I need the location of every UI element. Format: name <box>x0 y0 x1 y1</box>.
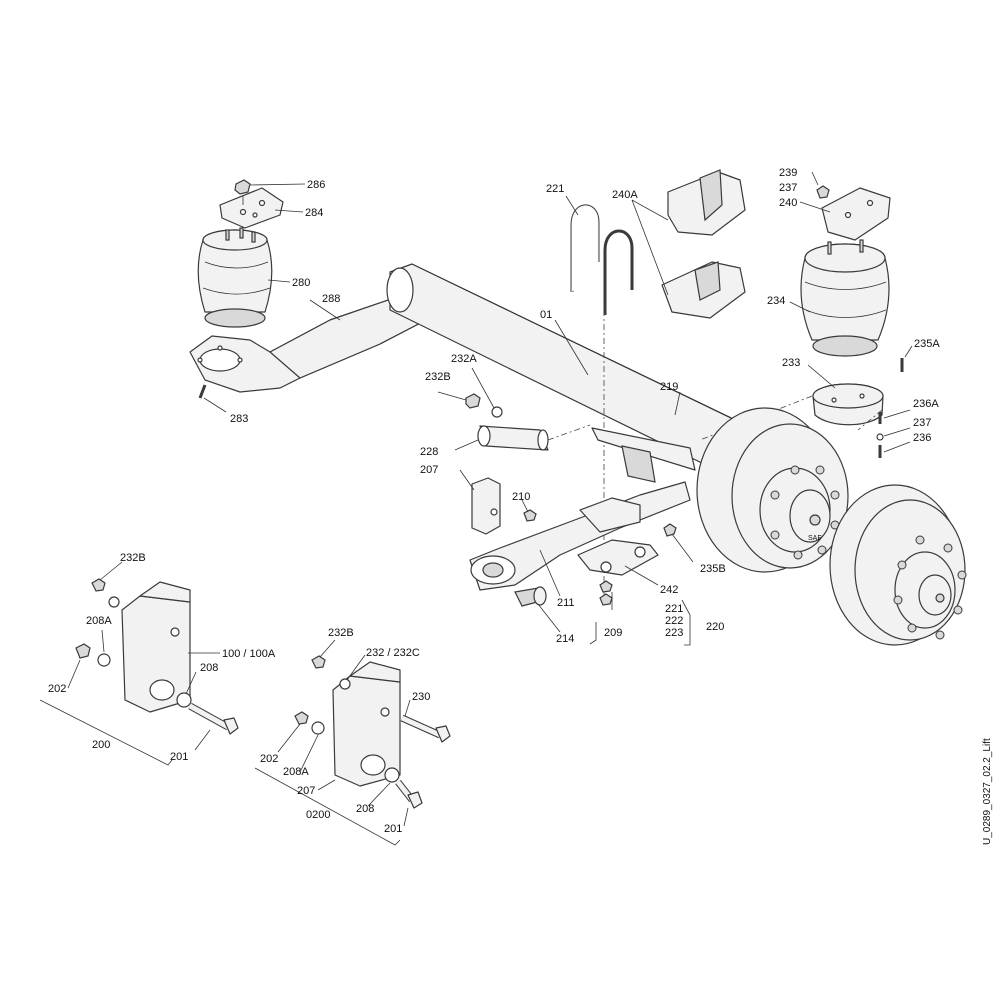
callout-236A: 236A <box>913 398 939 410</box>
callout-236: 236 <box>913 432 931 444</box>
callout-234: 234 <box>767 295 785 307</box>
bolt-230 <box>400 714 451 743</box>
callout-211: 211 <box>557 597 575 609</box>
top-plate-284 <box>219 187 284 229</box>
callout-280: 280 <box>292 277 310 289</box>
callout-207-main: 207 <box>420 464 438 476</box>
axle-beam-01 <box>386 263 741 469</box>
axle-plate-242 <box>577 539 659 576</box>
callout-201-kit0200: 201 <box>384 823 402 835</box>
callout-232-232C: 232 / 232C <box>366 647 420 659</box>
callout-202-kit200: 202 <box>48 683 66 695</box>
callout-242: 242 <box>660 584 678 596</box>
nut-239 <box>816 185 830 199</box>
callout-209: 209 <box>604 627 622 639</box>
callout-201-kit200: 201 <box>170 751 188 763</box>
axle-spindle <box>591 427 696 483</box>
callout-283: 283 <box>230 413 248 425</box>
callout-237-top: 237 <box>779 182 797 194</box>
brake-drum-hub-outer <box>829 484 967 646</box>
callout-232B-kit200: 232B <box>120 552 146 564</box>
callout-220: 220 <box>706 621 724 633</box>
bolt-201-kit0200 <box>395 779 423 809</box>
leader-lines <box>39 171 913 846</box>
bolt-201-kit200 <box>188 702 239 735</box>
top-plate-240 <box>821 187 891 241</box>
callout-286: 286 <box>307 179 325 191</box>
callout-01: 01 <box>540 309 552 321</box>
callout-202-kit0200: 202 <box>260 753 278 765</box>
callout-210: 210 <box>512 491 530 503</box>
shock-absorber-228 <box>465 393 591 451</box>
callout-208A-kit200: 208A <box>86 615 112 627</box>
callout-221-bottom: 221 <box>665 603 683 615</box>
callout-228: 228 <box>420 446 438 458</box>
bushing-214 <box>514 586 547 607</box>
callout-235B: 235B <box>700 563 726 575</box>
callout-208-kit200: 208 <box>200 662 218 674</box>
callout-222: 222 <box>665 615 683 627</box>
air-bellows-280 <box>197 227 273 328</box>
axle-seat-brackets-240A <box>661 169 746 319</box>
callout-233: 233 <box>782 357 800 369</box>
callout-240: 240 <box>779 197 797 209</box>
hanger-kit-200 <box>75 578 239 735</box>
brake-drum-hub-inner: SAF <box>696 407 849 573</box>
trailing-arm-211 <box>469 481 691 591</box>
nut-232B-kit200 <box>91 578 106 592</box>
hub-marking: SAF <box>808 535 822 542</box>
hanger-kit-0200 <box>294 655 451 809</box>
callout-221-top: 221 <box>546 183 564 195</box>
callout-232B-kit0200: 232B <box>328 627 354 639</box>
callout-207-kit0200: 207 <box>297 785 315 797</box>
callout-288: 288 <box>322 293 340 305</box>
nut-235B <box>663 523 677 537</box>
callout-284: 284 <box>305 207 323 219</box>
callout-219: 219 <box>660 381 678 393</box>
nut-286 <box>234 179 251 195</box>
callout-230: 230 <box>412 691 430 703</box>
callout-labels: 286 284 280 288 283 221 240A 01 239 237 … <box>48 167 940 835</box>
callout-208A-kit0200: 208A <box>283 766 309 778</box>
callout-240A: 240A <box>612 189 638 201</box>
callout-100-100A: 100 / 100A <box>222 648 276 660</box>
callout-232A: 232A <box>451 353 477 365</box>
hanger-bracket-207 <box>471 477 501 535</box>
callout-200: 200 <box>92 739 110 751</box>
drawing-id-label: U_0289_0327_02.2_Lift <box>982 738 993 845</box>
callout-237-bottom: 237 <box>913 417 931 429</box>
nut-232B <box>465 393 481 409</box>
nut-210 <box>523 509 537 522</box>
callout-232B: 232B <box>425 371 451 383</box>
callout-214: 214 <box>556 633 574 645</box>
air-bellows-234 <box>800 239 890 357</box>
air-spring-left-assembly <box>189 179 431 413</box>
callout-208-kit0200: 208 <box>356 803 374 815</box>
u-bolts-221 <box>570 204 634 600</box>
piston-plate-233 <box>812 383 884 426</box>
callout-0200: 0200 <box>306 809 330 821</box>
callout-223: 223 <box>665 627 683 639</box>
callout-235A: 235A <box>914 338 940 350</box>
washers-221-222-223 <box>599 580 613 606</box>
callout-239: 239 <box>779 167 797 179</box>
